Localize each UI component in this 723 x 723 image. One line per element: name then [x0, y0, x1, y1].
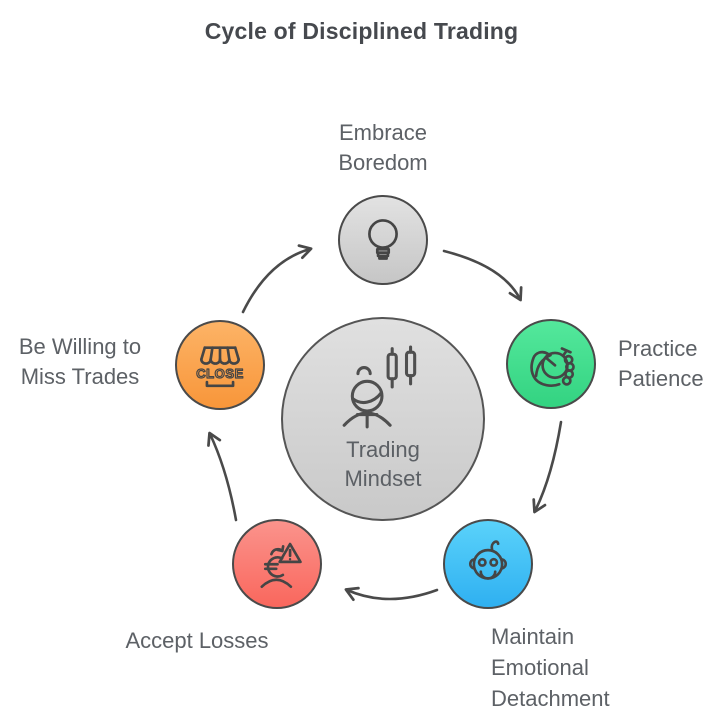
arrow-boredom-to-patience [442, 249, 523, 302]
label-accept-losses: Accept Losses [125, 628, 269, 653]
node-embrace-boredom [338, 195, 428, 285]
robot-icon [468, 540, 508, 580]
accept-losses-circle [232, 519, 322, 609]
embrace-boredom-circle [338, 195, 428, 285]
arrow-losses-to-miss-trades [207, 431, 238, 522]
label-embrace-boredom: Embrace Boredom [338, 120, 428, 175]
maintain-emotional-detachment-circle [443, 519, 533, 609]
arrow-detachment-to-losses [344, 586, 439, 602]
label-be-willing-to-miss-trades: Be Willing to Miss Trades [18, 334, 142, 389]
close-sign-text: CLOSE [196, 366, 244, 381]
diagram-title: Cycle of Disciplined Trading [204, 18, 519, 44]
lightbulb-icon [368, 219, 398, 260]
center-label: Trading Mindset [344, 437, 422, 491]
node-maintain-emotional-detachment [443, 519, 533, 609]
center-node-trading-mindset: Trading Mindset [281, 317, 485, 521]
practice-patience-circle [506, 319, 596, 409]
label-practice-patience: Practice Patience [618, 336, 704, 391]
be-willing-to-miss-trades-circle: CLOSE [175, 320, 265, 410]
arrow-patience-to-detachment [532, 420, 563, 514]
shop-close-icon: CLOSE [196, 346, 244, 388]
euro-loss-warning-icon [260, 542, 302, 588]
trading-mindset-circle: Trading Mindset [281, 317, 485, 521]
label-maintain-emotional-detachment: Maintain Emotional Detachment [491, 624, 610, 711]
node-practice-patience [506, 319, 596, 409]
node-accept-losses [232, 519, 322, 609]
node-be-willing-to-miss-trades: CLOSE [175, 320, 265, 410]
arrow-miss-trades-to-boredom [241, 244, 313, 314]
fist-stopwatch-icon [530, 347, 575, 387]
trader-candlestick-person-icon [342, 345, 416, 429]
